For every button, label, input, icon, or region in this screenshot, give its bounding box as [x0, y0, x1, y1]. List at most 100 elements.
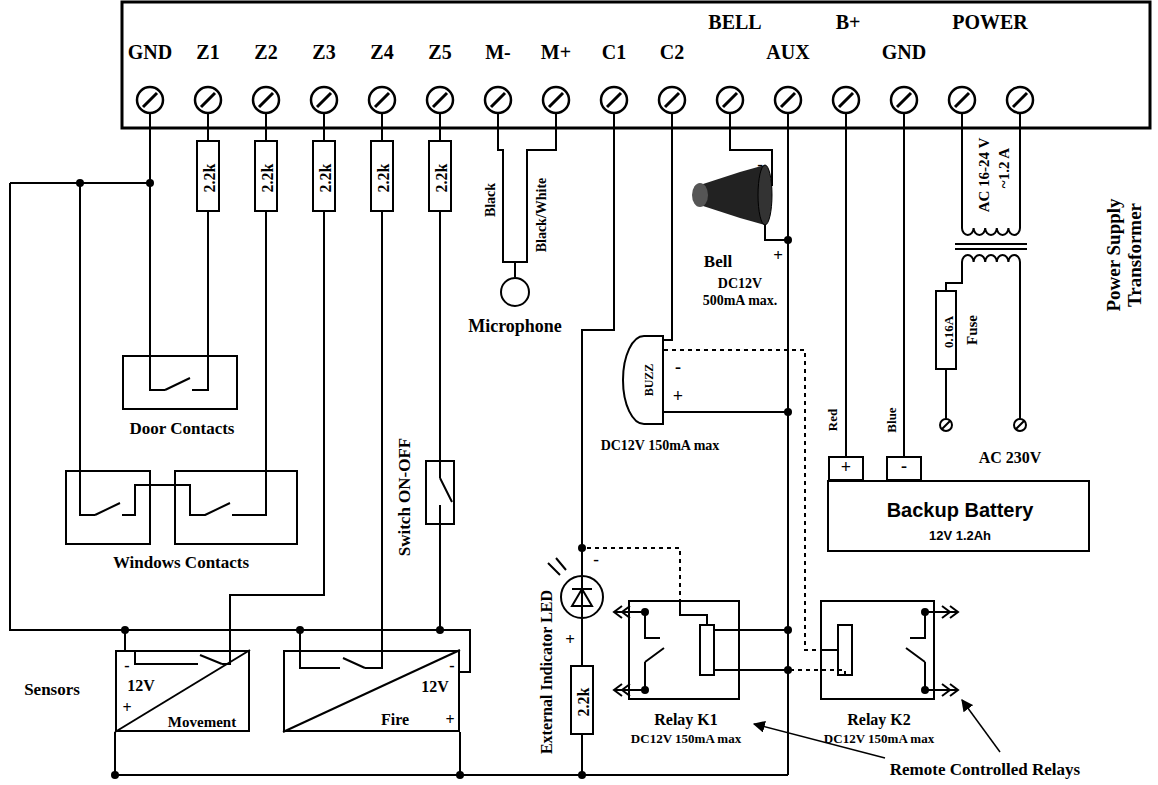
text-holder: -: [449, 657, 454, 675]
terminal-screw: [253, 87, 279, 113]
label-holder: Bell: [704, 253, 732, 272]
junction-dot: [784, 626, 792, 634]
led-symbol-outline: [560, 575, 604, 619]
label-holder: Z5: [428, 41, 451, 63]
component-label: 2.2k: [433, 164, 450, 193]
label-holder: AUX: [766, 41, 809, 63]
sensor-box: 12V-Fire+: [283, 650, 460, 732]
label-holder: +: [773, 247, 783, 266]
label-holder: AC 16-24 V: [975, 138, 993, 213]
rating-label: DC12V: [718, 276, 762, 291]
wire: [10, 113, 470, 672]
label-holder: Sensors: [24, 681, 80, 700]
junction-dot: [296, 626, 304, 634]
component-rating: DC12V 150mA max: [824, 731, 934, 746]
bell-symbol: [692, 183, 708, 207]
terminal-screw: [137, 87, 163, 113]
terminal-screw: [485, 87, 511, 113]
component-label: 2.2k: [575, 688, 592, 717]
rating-label: DC12V 150mA max: [601, 438, 720, 453]
label-holder: +: [565, 631, 575, 650]
battery-box: Backup Battery12V 1.2Ah: [827, 480, 1090, 552]
terminal-label: M+: [541, 41, 571, 63]
terminal-screw: [717, 87, 743, 113]
wire: [581, 619, 583, 665]
terminal-screw: [195, 87, 221, 113]
label-holder: M-: [485, 41, 511, 63]
label-holder: +: [673, 387, 683, 407]
wire: [664, 113, 788, 412]
wire: [95, 470, 266, 515]
switch-box: Switch ON-OFF: [425, 460, 455, 525]
component-label: Microphone: [468, 316, 562, 336]
text-holder: Switch ON-OFF: [396, 438, 415, 557]
wire: [788, 670, 845, 675]
component-label: -: [124, 657, 129, 674]
label-holder: -: [901, 457, 907, 477]
battery-terminal: [887, 457, 921, 480]
terminal-screw: [427, 87, 453, 113]
component-rating: -: [449, 657, 454, 674]
component-rating: Fire: [381, 711, 409, 728]
polarity-sign: +: [773, 246, 783, 265]
battery-terminal: [829, 457, 921, 480]
wire: [150, 183, 208, 390]
junction-dot: [146, 179, 154, 187]
text-holder: Windows Contacts: [113, 554, 249, 573]
terminal-screw: [543, 87, 569, 113]
text-holder: Relay K2: [847, 711, 911, 729]
label-holder: Black/White: [532, 178, 550, 253]
junction-dot: [784, 666, 792, 674]
terminal-label: GND: [128, 41, 172, 63]
led-symbol: External Indicator LED: [560, 575, 604, 619]
microphone-symbol-outline: [501, 278, 529, 306]
wire: [381, 212, 383, 650]
relay-internals: [614, 612, 664, 690]
junction-dot: [76, 179, 792, 779]
label-holder: Z3: [312, 41, 335, 63]
terminal-strip: [122, 2, 1150, 128]
label-holder: BELL: [708, 11, 761, 33]
text-holder: 12V: [127, 677, 155, 695]
terminal-screw: [659, 87, 685, 113]
text-holder: 2.2k: [201, 164, 219, 193]
wire: [265, 212, 267, 470]
component-rating: +: [122, 699, 131, 716]
door-contact-box: Door Contacts: [122, 355, 238, 410]
sensor-diagonal: [115, 650, 460, 732]
led-symbol-outline: [572, 575, 592, 619]
relay-internals: [820, 612, 958, 690]
bell-symbol: [700, 165, 765, 225]
label-holder: DC12V 150mA max: [601, 436, 720, 454]
terminal-label: Z3: [312, 41, 335, 63]
component-label: 2.2k: [259, 164, 276, 193]
wire: [740, 630, 788, 670]
wire: [498, 113, 556, 277]
text-holder: DC12V 150mA max: [631, 729, 741, 747]
label-holder: -: [593, 551, 599, 570]
component-label: External Indicator LED: [538, 590, 555, 754]
relay-internals: [642, 687, 648, 693]
text-holder: 12V: [421, 678, 449, 696]
terminal-screw: [369, 87, 395, 113]
component-rating: DC12V 150mA max: [631, 731, 741, 746]
label-holder: Z4: [370, 41, 393, 63]
text-holder: 0.16A: [939, 316, 957, 348]
junction-dot: [76, 179, 84, 187]
control-link: [664, 350, 820, 650]
text-holder: BUZZ: [639, 364, 657, 397]
transformer-coil: [962, 228, 1020, 262]
junction-dot: [121, 626, 129, 634]
part-name: Power Supply Transformer: [1103, 198, 1145, 311]
label-holder: Blue: [882, 407, 900, 432]
label-holder: -: [675, 358, 681, 378]
transformer-coil: [962, 228, 1020, 262]
component-label: Door Contacts: [130, 419, 235, 438]
text-holder: 2.2k: [259, 164, 277, 193]
rating-label: AC 230V: [979, 449, 1042, 466]
text-holder: 12V 1.2Ah: [929, 526, 991, 544]
terminal-screw: [833, 87, 859, 113]
bell-symbol: [692, 165, 772, 225]
wire: [208, 113, 440, 140]
mains-terminal: [942, 421, 1024, 429]
